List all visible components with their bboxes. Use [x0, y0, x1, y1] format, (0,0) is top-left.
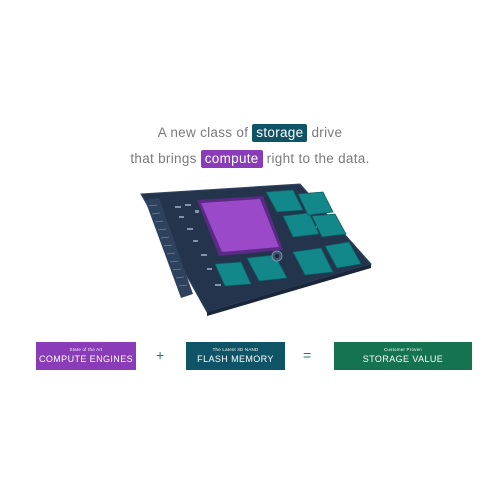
connector-pins	[148, 204, 188, 287]
pcb-board-edge	[207, 264, 371, 316]
flash-memory-subtitle: The Latest 3D NAND	[212, 347, 259, 352]
flash-memory-label: FLASH MEMORY	[197, 354, 274, 364]
ssd-board-illustration	[140, 183, 372, 316]
compute-engines-box: State of the Art COMPUTE ENGINES	[36, 342, 136, 370]
storage-highlight: storage	[252, 124, 308, 142]
compute-engines-subtitle: State of the Art	[69, 347, 103, 352]
plus-sign: +	[156, 347, 165, 363]
compute-highlight: compute	[200, 150, 263, 168]
headline-line-2: that brings compute right to the data.	[0, 150, 500, 168]
storage-value-box: Customer Proven STORAGE VALUE	[334, 342, 472, 370]
headline-line-1: A new class of storage drive	[0, 124, 500, 142]
equals-sign: =	[303, 347, 312, 363]
storage-value-subtitle: Customer Proven	[383, 347, 422, 352]
headline-text: that brings	[130, 151, 201, 166]
compute-engines-label: COMPUTE ENGINES	[38, 354, 133, 364]
flash-memory-box: The Latest 3D NAND FLASH MEMORY	[186, 342, 285, 370]
compute-engine-die	[201, 199, 279, 252]
flash-memory-chips	[214, 189, 362, 287]
headline-text: drive	[307, 125, 343, 140]
headline-text: right to the data.	[262, 151, 370, 166]
storage-value-label: STORAGE VALUE	[362, 354, 444, 364]
edge-connector	[145, 198, 193, 298]
headline-text: A new class of	[157, 125, 253, 140]
